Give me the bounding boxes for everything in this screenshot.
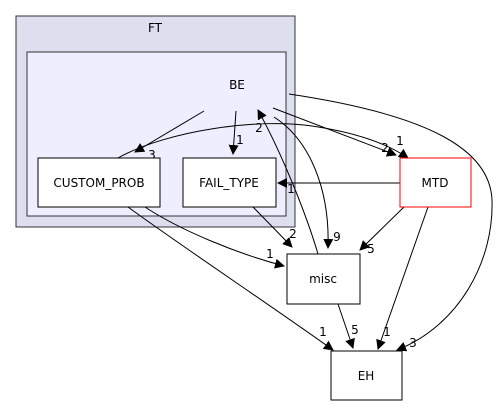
edge-label-custom-prob-eh: 1 [319,325,327,339]
node-fail-type[interactable]: FAIL_TYPE [182,157,277,208]
edge-label-be-eh: 3 [409,336,417,350]
edge-label-be-fail-type: 1 [236,133,244,147]
node-mtd[interactable]: MTD [399,157,472,208]
node-eh[interactable]: EH [330,350,403,401]
edge-label-be-custom-prob: 3 [148,148,156,162]
edge-mtd-eh [376,206,429,350]
edge-custom-prob-mtd [117,123,409,159]
node-misc-label: misc [309,272,337,286]
edge-misc-be [257,109,319,255]
edge-label-be-misc: 9 [333,230,341,244]
node-custom-prob-label: CUSTOM_PROB [53,176,144,190]
edge-fail-type-misc [252,206,293,248]
edge-label-misc-eh: 5 [351,323,359,337]
edge-custom-prob-misc [144,206,285,269]
edge-label-mtd-eh: 1 [383,325,391,339]
edge-custom-prob-eh [127,206,334,351]
edge-label-mtd-misc: 5 [367,242,375,256]
edges [117,93,493,352]
edge-label-misc-be: 2 [255,121,263,135]
edge-label-fail-type-misc: 2 [289,227,297,241]
node-custom-prob[interactable]: CUSTOM_PROB [37,157,161,208]
edge-be-misc [273,116,334,249]
edge-mtd-misc [359,206,405,251]
cluster-be-label: BE [229,78,245,92]
node-fail-type-label: FAIL_TYPE [199,176,259,190]
cluster-ft-label: FT [148,21,163,35]
edge-misc-eh [337,303,355,349]
edge-be-fail-type [228,110,239,155]
edge-label-be-mtd: 2 [381,141,389,155]
node-eh-label: EH [358,369,375,383]
node-misc[interactable]: misc [286,253,361,305]
edge-be-mtd [272,107,397,157]
edge-label-custom-prob-mtd: 1 [396,134,404,148]
edge-labels: 3 1 1 2 1 2 2 1 9 5 1 5 1 3 [148,121,417,350]
edge-label-mtd-fail-type: 1 [287,182,295,196]
node-mtd-label: MTD [422,176,449,190]
edge-be-eh [288,93,493,352]
edge-label-custom-prob-misc: 1 [266,247,274,261]
